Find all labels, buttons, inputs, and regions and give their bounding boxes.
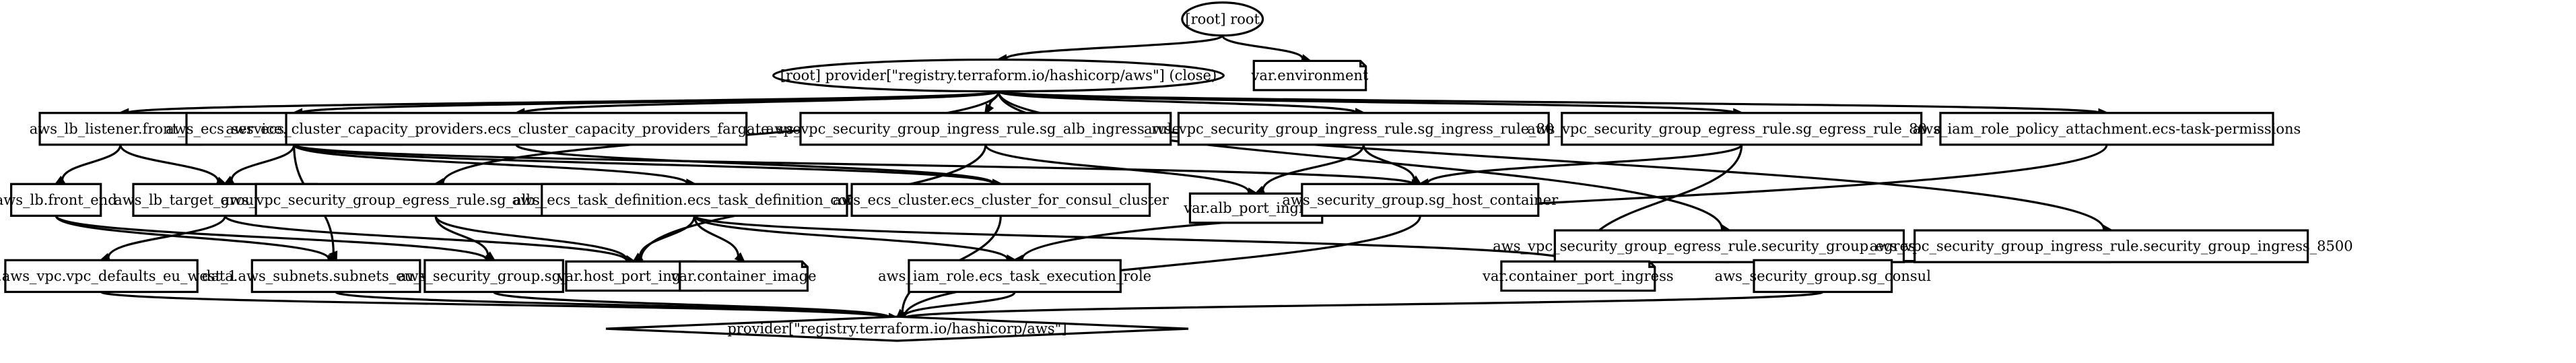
edge-sg-consul-to-provider xyxy=(894,290,1824,323)
node-lb-listener-shape xyxy=(38,112,203,146)
node-root[interactable]: [root] root xyxy=(1181,1,1264,37)
node-lb-shape xyxy=(10,183,102,217)
node-subnets-shape xyxy=(250,259,421,294)
node-ecs-cap-shape xyxy=(285,112,748,146)
edge-root-to-var-env xyxy=(1221,35,1313,63)
edge-root-to-provider-close xyxy=(995,34,1224,64)
node-sg-alb[interactable]: aws_security_group.sg_alb xyxy=(398,259,590,294)
edge-ecs-task-to-var-container-port xyxy=(693,214,1582,266)
node-var-container-port-shape xyxy=(1500,260,1656,292)
node-provider[interactable]: provider["registry.terraform.io/hashicor… xyxy=(605,315,1189,342)
node-ecs-task-label: aws_ecs_task_definition.ecs_task_definit… xyxy=(512,192,877,208)
node-var-env-label: var.environment xyxy=(1251,67,1369,84)
node-sg-ingress-80-alb-label: aws_vpc_security_group_ingress_rule.sg_i… xyxy=(1144,121,1584,137)
nodes-layer: [root] root var.environment [root] provide… xyxy=(0,1,2353,342)
node-var-container-image-shape xyxy=(679,260,809,292)
node-sg-egress-8500-shape xyxy=(1553,229,1905,263)
edge-lb-tg-to-var-host-port xyxy=(224,215,637,265)
node-sg-egress-80-alb-label: aws_vpc_security_group_egress_rule.sg_eg… xyxy=(1527,121,1956,137)
node-var-container-image[interactable]: var.container_image xyxy=(671,260,817,292)
node-sg-alb-label: aws_security_group.sg_alb xyxy=(398,268,590,284)
node-sg-consul[interactable]: aws_security_group.sg_consul xyxy=(1715,259,1932,294)
edge-ecs-service-to-lb-tg xyxy=(222,144,296,186)
node-iam-attach-label: aws_iam_role_policy_attachment.ecs-task-… xyxy=(1913,121,2301,137)
edge-vpc-to-provider xyxy=(100,290,900,323)
node-root-label: [root] root xyxy=(1185,11,1260,27)
node-sg-ingress-8500-label: aws_vpc_security_group_ingress_rule.secu… xyxy=(1870,238,2353,255)
edge-lb-listener-to-lb-tg xyxy=(119,144,228,186)
edge-ecs-task-to-iam-role xyxy=(693,215,1018,264)
node-sg-alb-ingress-80[interactable]: aws_vpc_security_group_ingress_rule.sg_a… xyxy=(766,112,1206,146)
node-sg-alb-ingress-80-label: aws_vpc_security_group_ingress_rule.sg_a… xyxy=(766,121,1206,137)
node-sg-consul-shape xyxy=(1753,259,1893,294)
node-ecs-cap-label: aws_ecs_cluster_capacity_providers.ecs_c… xyxy=(226,121,807,137)
edge-lb-listener-to-lb xyxy=(53,144,122,186)
node-provider-close[interactable]: [root] provider["registry.terraform.io/h… xyxy=(772,58,1225,93)
node-lb[interactable]: aws_lb.front_end xyxy=(0,183,117,217)
edge-ecs-task-to-var-host-port xyxy=(632,216,696,263)
edge-sg-alb-egress-80-to-var-host-port xyxy=(434,215,637,265)
node-ecs-cluster[interactable]: aws_ecs_cluster.ecs_cluster_for_consul_c… xyxy=(833,183,1170,217)
node-ecs-cap[interactable]: aws_ecs_cluster_capacity_providers.ecs_c… xyxy=(226,112,807,146)
node-lb-listener[interactable]: aws_lb_listener.front_end xyxy=(30,112,211,146)
node-provider-close-shape xyxy=(772,58,1225,93)
node-vpc[interactable]: data.aws_vpc.vpc_defaults_eu_west_1 xyxy=(0,259,237,294)
node-provider-label: provider["registry.terraform.io/hashicor… xyxy=(727,321,1066,337)
node-sg-ingress-80-alb-shape xyxy=(1177,112,1550,146)
node-sg-egress-80-alb[interactable]: aws_vpc_security_group_egress_rule.sg_eg… xyxy=(1527,112,1956,146)
node-sg-alb-ingress-80-shape xyxy=(799,112,1172,146)
node-ecs-cluster-shape xyxy=(850,183,1151,217)
node-sg-ingress-8500-shape xyxy=(1913,229,2309,263)
node-sg-egress-8500-label: aws_vpc_security_group_egress_rule.secur… xyxy=(1493,238,1965,255)
edge-ecs-service-to-sg-host xyxy=(293,143,1423,189)
node-ecs-task[interactable]: aws_ecs_task_definition.ecs_task_definit… xyxy=(512,183,877,217)
node-var-env-shape xyxy=(1252,59,1367,92)
node-vpc-shape xyxy=(4,259,199,294)
node-sg-egress-80-alb-shape xyxy=(1561,112,1923,146)
node-sg-host-shape xyxy=(1301,183,1540,217)
node-iam-attach-shape xyxy=(1939,112,2274,146)
node-iam-role-label: aws_iam_role.ecs_task_execution_role xyxy=(878,268,1151,284)
node-vpc-label: data.aws_vpc.vpc_defaults_eu_west_1 xyxy=(0,268,237,284)
node-var-env[interactable]: var.environment xyxy=(1251,59,1369,92)
node-var-container-port[interactable]: var.container_port_ingress xyxy=(1482,260,1674,292)
node-ecs-cluster-label: aws_ecs_cluster.ecs_cluster_for_consul_c… xyxy=(833,192,1170,208)
node-lb-label: aws_lb.front_end xyxy=(0,192,117,208)
edge-ecs-task-to-var-container-image xyxy=(693,216,746,264)
node-sg-host-label: aws_security_group.sg_host_container xyxy=(1282,192,1559,208)
node-provider-close-label: [root] provider["registry.terraform.io/h… xyxy=(780,67,1217,84)
node-provider-shape xyxy=(605,315,1189,342)
node-iam-attach[interactable]: aws_iam_role_policy_attachment.ecs-task-… xyxy=(1913,112,2301,146)
node-sg-host[interactable]: aws_security_group.sg_host_container xyxy=(1282,183,1559,217)
node-sg-ingress-80-alb[interactable]: aws_vpc_security_group_ingress_rule.sg_i… xyxy=(1144,112,1584,146)
node-iam-role[interactable]: aws_iam_role.ecs_task_execution_role xyxy=(878,259,1151,294)
node-iam-role-shape xyxy=(908,259,1122,294)
node-sg-ingress-8500[interactable]: aws_vpc_security_group_ingress_rule.secu… xyxy=(1870,229,2353,263)
node-sg-consul-label: aws_security_group.sg_consul xyxy=(1715,268,1932,284)
node-ecs-task-shape xyxy=(541,183,848,217)
node-lb-listener-label: aws_lb_listener.front_end xyxy=(30,121,211,137)
node-sg-egress-8500[interactable]: aws_vpc_security_group_egress_rule.secur… xyxy=(1493,229,1966,263)
node-var-container-port-label: var.container_port_ingress xyxy=(1482,268,1674,284)
node-var-container-image-label: var.container_image xyxy=(671,268,817,284)
edge-sg-egress-80-alb-to-sg-host xyxy=(1417,143,1743,188)
node-sg-alb-shape xyxy=(423,259,564,294)
node-root-shape xyxy=(1181,1,1264,37)
